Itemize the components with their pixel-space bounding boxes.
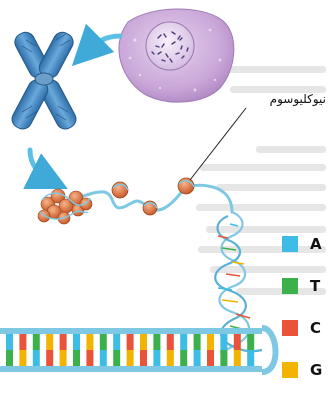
cell-to-chromosome-arrow [86, 36, 120, 52]
legend-swatch-c [282, 320, 298, 336]
condensed-chromatin-cluster [38, 189, 92, 224]
base-pair-bottom [33, 350, 40, 366]
base-pair-top [153, 334, 160, 350]
base-pair-bottom [167, 350, 174, 366]
chromosome-illustration [9, 29, 79, 132]
base-pair-bottom [113, 350, 120, 366]
base-pair-bottom [140, 350, 147, 366]
nucleosome-beads [112, 178, 194, 215]
base-pair-bottom [180, 350, 187, 366]
base-pair-top [140, 334, 147, 350]
cell-nucleus [146, 22, 194, 70]
base-pair-top [194, 334, 201, 350]
base-pair-top [33, 334, 40, 350]
chromosome-to-chromatin-arrow [30, 150, 50, 180]
base-pair-top [220, 334, 227, 350]
base-pair-top [73, 334, 80, 350]
base-pair-top [167, 334, 174, 350]
nucleosome-pointer-line [190, 108, 246, 180]
base-pair-bottom [73, 350, 80, 366]
base-pair-top [180, 334, 187, 350]
base-pair-top [247, 334, 254, 350]
legend-letter-c: C [310, 318, 321, 338]
dna-ladder [0, 328, 276, 372]
base-pair-bottom [6, 350, 13, 366]
base-pair-top [207, 334, 214, 350]
legend-item-a: A [282, 234, 332, 254]
legend-swatch-t [282, 278, 298, 294]
base-pair-top [19, 334, 26, 350]
base-pair-top [60, 334, 67, 350]
legend-letter-t: T [310, 276, 320, 296]
base-pair-top [127, 334, 134, 350]
base-pair-top [46, 334, 53, 350]
base-pair-bottom [247, 350, 254, 366]
cell-illustration [119, 9, 234, 102]
nucleosome-label: نيوكليوسوم [226, 92, 326, 106]
legend-item-t: T [282, 276, 332, 296]
legend-swatch-a [282, 236, 298, 252]
base-pair-bottom [46, 350, 53, 366]
base-pair-bottom [100, 350, 107, 366]
legend-item-c: C [282, 318, 332, 338]
base-pair-top [6, 334, 13, 350]
legend-letter-g: G [310, 360, 322, 380]
base-pair-top [234, 334, 241, 350]
base-pair-bottom [153, 350, 160, 366]
legend-swatch-g [282, 362, 298, 378]
base-pair-bottom [194, 350, 201, 366]
base-pair-bottom [60, 350, 67, 366]
legend-item-g: G [282, 360, 332, 380]
base-pair-bottom [207, 350, 214, 366]
base-pair-top [86, 334, 93, 350]
base-pair-bottom [86, 350, 93, 366]
base-pair-bottom [19, 350, 26, 366]
base-pair-top [113, 334, 120, 350]
base-pair-bottom [234, 350, 241, 366]
base-pair-bottom [127, 350, 134, 366]
base-pair-bottom [220, 350, 227, 366]
legend-letter-a: A [310, 234, 322, 254]
base-pair-top [100, 334, 107, 350]
